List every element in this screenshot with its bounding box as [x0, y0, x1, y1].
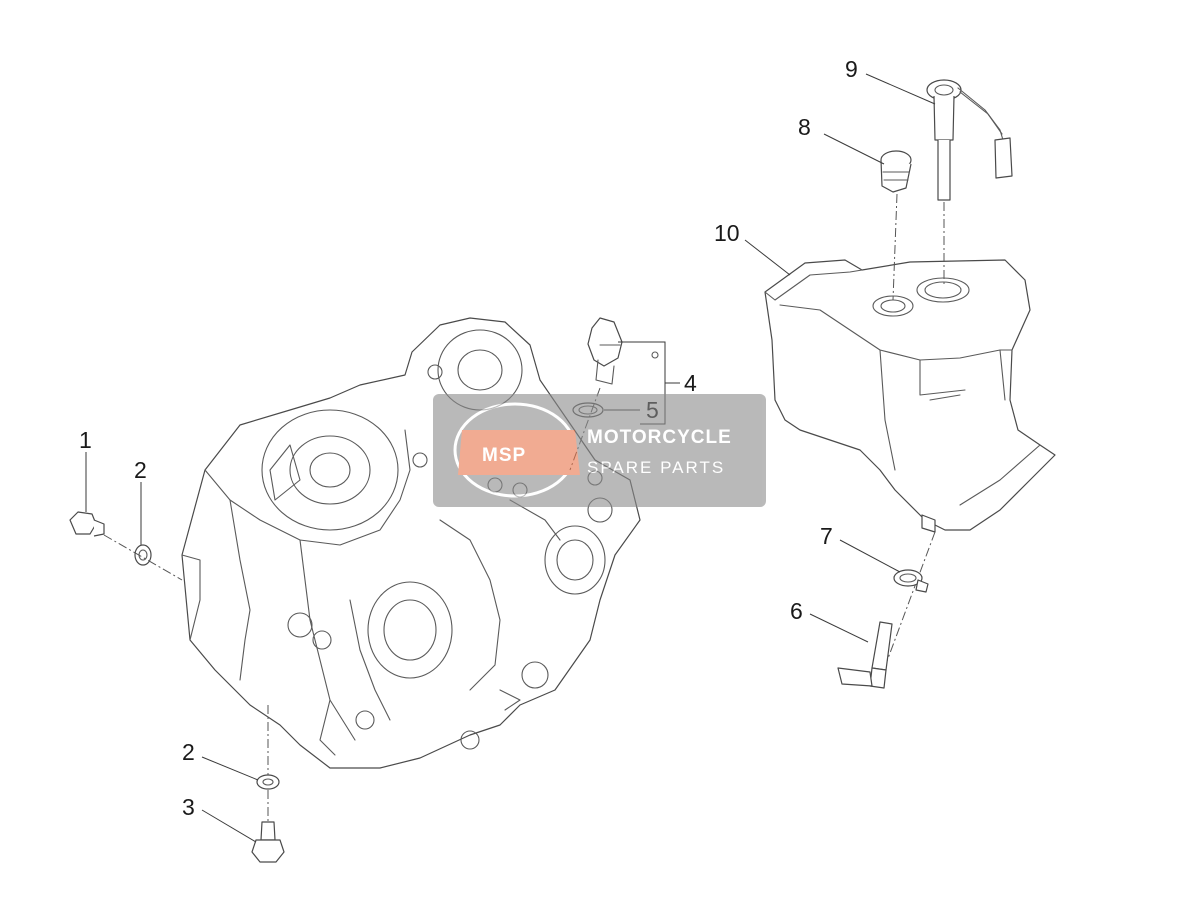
callout-9: 9 [845, 56, 858, 82]
callout-2-bottom: 2 [182, 739, 195, 765]
axis-line-cap-8 [892, 193, 898, 301]
axis-line-left [103, 534, 183, 581]
callout-4: 4 [684, 370, 697, 396]
callout-1: 1 [79, 427, 92, 453]
hose-clamp [893, 569, 929, 593]
tank-filler-cap [880, 150, 912, 193]
callout-2-left: 2 [134, 457, 147, 483]
washer-left [134, 544, 152, 566]
oil-filler-cap [587, 317, 659, 385]
watermark: MSP MOTORCYCLE SPARE PARTS [433, 394, 766, 507]
callout-10: 10 [714, 220, 740, 246]
oil-level-sensor [926, 79, 1013, 201]
watermark-logo-text: MSP [482, 445, 526, 466]
engine-crankcase [181, 317, 641, 769]
watermark-box [433, 394, 766, 507]
washer-bottom [256, 774, 280, 790]
callout-6: 6 [790, 598, 803, 624]
watermark-line-2: SPARE PARTS [587, 458, 725, 477]
oil-tank [764, 259, 1056, 533]
watermark-logo: MSP [453, 402, 580, 498]
callout-8: 8 [798, 114, 811, 140]
hose-fitting [837, 621, 893, 689]
callout-3: 3 [182, 794, 195, 820]
drain-bolt-left [69, 511, 105, 537]
drain-plug-bottom [251, 821, 285, 863]
axis-line-hose [879, 531, 936, 681]
callout-7: 7 [820, 523, 833, 549]
watermark-line-1: MOTORCYCLE [587, 427, 732, 448]
